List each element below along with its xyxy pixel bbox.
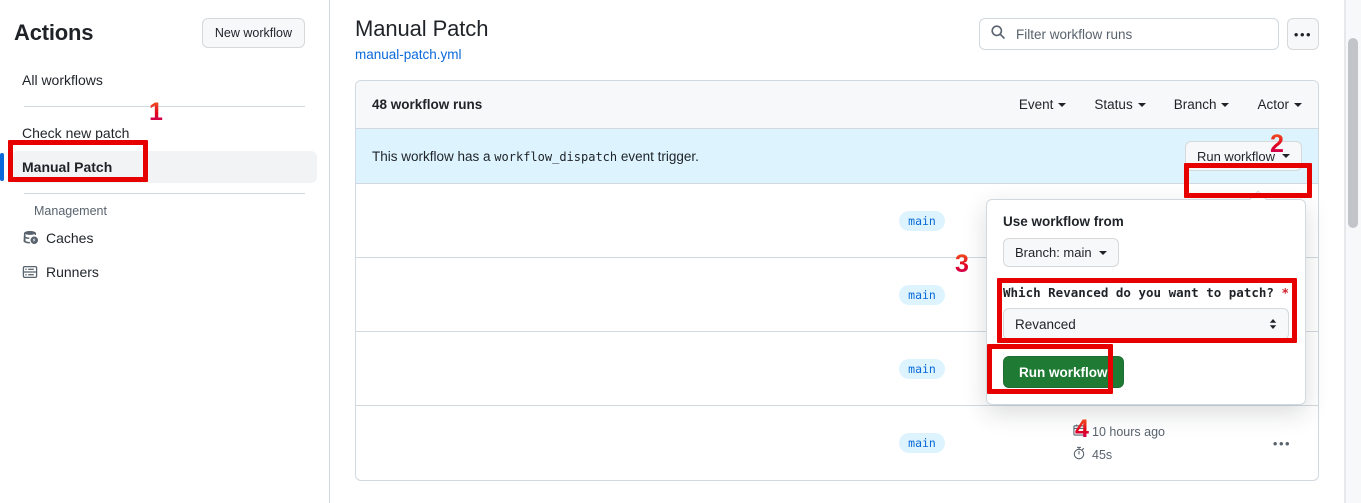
dispatch-prefix: This workflow has a xyxy=(372,148,495,164)
run-date: 10 hours ago xyxy=(1072,423,1262,440)
sidebar-item-label: All workflows xyxy=(22,72,103,88)
sidebar-item-label: Caches xyxy=(46,230,94,246)
run-row-kebab-icon[interactable]: ••• xyxy=(1272,435,1292,451)
table-row[interactable]: main xyxy=(356,258,1318,332)
main-header: Manual Patch manual-patch.yml ••• xyxy=(355,14,1335,64)
required-marker: * xyxy=(1281,285,1289,300)
run-workflow-dropdown-panel: Use workflow from Branch: main Which Rev… xyxy=(986,190,1306,405)
table-row[interactable]: main xyxy=(356,184,1318,258)
table-row[interactable]: main 10 hours ago xyxy=(356,406,1318,480)
branch-selector-label: Branch: main xyxy=(1015,245,1092,260)
revanced-select[interactable]: Revanced xyxy=(1003,308,1289,340)
dispatch-event-code: workflow_dispatch xyxy=(494,149,618,164)
sidebar-item-manual-patch[interactable]: Manual Patch xyxy=(0,151,317,183)
chevron-down-icon xyxy=(1294,102,1302,107)
sidebar-item-check-new-patch[interactable]: Check new patch xyxy=(12,117,317,149)
branch-badge[interactable]: main xyxy=(899,284,945,305)
filter-branch-label: Branch xyxy=(1173,97,1217,112)
content-right-border xyxy=(1344,0,1345,503)
kebab-dots-icon: ••• xyxy=(1293,26,1313,42)
sidebar-nav: All workflows Check new patch Manual Pat… xyxy=(0,64,329,288)
workflow-file-link-wrap: manual-patch.yml xyxy=(355,46,488,64)
chevron-down-icon xyxy=(1221,102,1230,107)
chevron-down-icon xyxy=(1098,250,1107,255)
stopwatch-icon xyxy=(1072,446,1086,463)
sidebar-header: Actions New workflow xyxy=(0,0,329,48)
run-workflow-dropdown-button[interactable]: Run workflow xyxy=(1184,141,1302,171)
sidebar-divider-2 xyxy=(24,193,305,194)
run-workflow-submit-button[interactable]: Run workflow xyxy=(1003,356,1124,388)
branch-selector-button[interactable]: Branch: main xyxy=(1003,238,1119,267)
workflow-input-select-wrap: Revanced xyxy=(1003,308,1289,340)
page-title: Manual Patch xyxy=(355,16,489,41)
sidebar-title: Actions xyxy=(14,20,94,45)
branch-badge[interactable]: main xyxy=(899,358,945,379)
workflow-dispatch-banner: This workflow has a workflow_dispatch ev… xyxy=(356,129,1318,184)
use-workflow-from-label: Use workflow from xyxy=(1003,214,1124,229)
branch-badge[interactable]: main xyxy=(899,210,945,231)
filter-workflow-runs-box[interactable] xyxy=(979,18,1279,50)
header-actions: ••• xyxy=(979,14,1319,50)
chevron-down-icon xyxy=(1058,102,1067,107)
workflow-runs-count: 48 workflow runs xyxy=(372,97,483,112)
scrollbar-thumb[interactable] xyxy=(1348,38,1358,228)
run-workflow-toggle-label: Run workflow xyxy=(1196,148,1275,164)
run-meta-cell: 10 hours ago 45s xyxy=(1072,423,1262,463)
run-workflow-form: Use workflow from Branch: main Which Rev… xyxy=(987,200,1305,404)
workflow-file-link[interactable]: manual-patch.yml xyxy=(355,47,462,62)
actions-sidebar: Actions New workflow All workflows Check… xyxy=(0,0,330,503)
runs-panel-header: 48 workflow runs Event Status Branch xyxy=(356,81,1318,129)
sidebar-item-label: Runners xyxy=(46,264,99,280)
runs-filter-group: Event Status Branch Actor xyxy=(1019,97,1302,112)
sidebar-group-management: Management xyxy=(34,204,107,218)
sidebar-item-label: Manual Patch xyxy=(22,159,113,175)
run-branch-cell: main xyxy=(772,358,1072,379)
sidebar-item-runners[interactable]: Runners xyxy=(12,256,317,288)
run-duration: 45s xyxy=(1072,446,1262,463)
workflow-input-question-label: Which Revanced do you want to patch? * xyxy=(1003,285,1289,300)
filter-actor[interactable]: Actor xyxy=(1257,97,1302,112)
dispatch-notice-text: This workflow has a workflow_dispatch ev… xyxy=(372,149,699,164)
filter-status[interactable]: Status xyxy=(1094,97,1146,112)
new-workflow-button[interactable]: New workflow xyxy=(201,18,305,48)
chevron-down-icon xyxy=(1282,154,1290,158)
page-heading-block: Manual Patch manual-patch.yml xyxy=(355,14,488,64)
run-branch-cell: main xyxy=(772,210,1072,231)
run-branch-cell: main xyxy=(772,284,1072,305)
question-text: Which Revanced do you want to patch? xyxy=(1003,285,1274,300)
dispatch-suffix: event trigger. xyxy=(617,148,699,164)
chevron-down-icon xyxy=(1137,102,1146,107)
server-icon xyxy=(22,264,38,280)
filter-event-label: Event xyxy=(1018,97,1054,112)
sidebar-item-label: Check new patch xyxy=(22,125,130,141)
filter-event[interactable]: Event xyxy=(1019,97,1067,112)
more-options-button[interactable]: ••• xyxy=(1287,18,1319,50)
branch-badge[interactable]: main xyxy=(899,433,945,453)
sidebar-item-all-workflows[interactable]: All workflows xyxy=(12,64,317,96)
search-icon xyxy=(990,24,1006,45)
filter-branch[interactable]: Branch xyxy=(1174,97,1230,112)
run-duration-text: 45s xyxy=(1092,447,1113,462)
run-branch-cell: main xyxy=(772,433,1072,453)
cache-icon xyxy=(22,230,38,246)
sidebar-divider xyxy=(24,106,305,107)
run-date-text: 10 hours ago xyxy=(1092,424,1165,439)
calendar-icon xyxy=(1072,423,1086,440)
filter-actor-label: Actor xyxy=(1257,97,1289,112)
search-input[interactable] xyxy=(1014,25,1268,43)
filter-status-label: Status xyxy=(1094,97,1133,112)
sidebar-item-caches[interactable]: Caches xyxy=(12,222,317,254)
page-scrollbar[interactable] xyxy=(1345,0,1361,503)
